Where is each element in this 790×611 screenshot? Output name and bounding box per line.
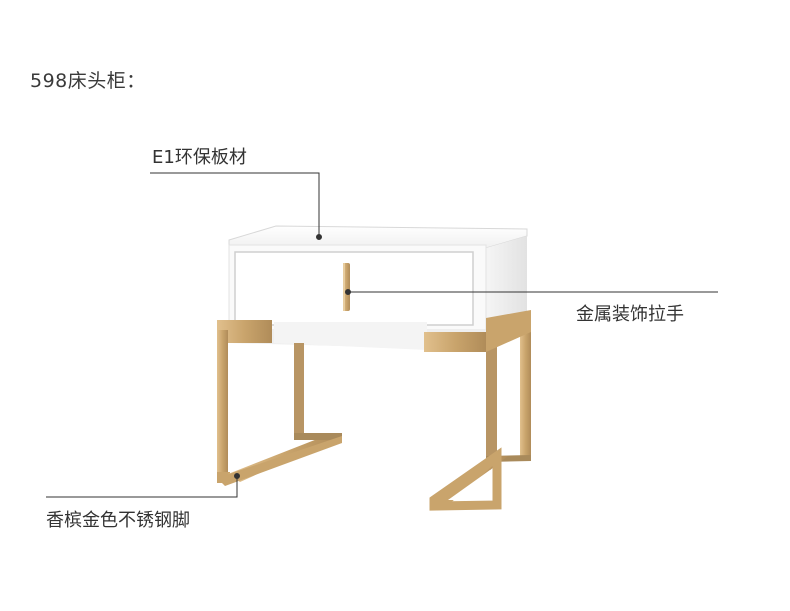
leader-dot-handle [345,289,351,295]
callout-label-board: E1环保板材 [152,147,247,168]
drawer-handle [343,263,350,311]
leader-line-board [150,172,320,237]
leader-dot-board [316,234,322,240]
callout-label-handle: 金属装饰拉手 [576,304,684,325]
leader-dot-legs [234,473,240,479]
leg-frame-right [429,330,531,511]
leg-frame-left [217,330,342,486]
leader-line-legs [46,476,238,498]
page-title: 598床头柜： [30,70,146,92]
leader-lines [46,172,718,498]
leg-brackets [217,310,531,352]
callout-label-legs: 香槟金色不锈钢脚 [46,510,190,531]
cabinet-body [228,225,528,350]
